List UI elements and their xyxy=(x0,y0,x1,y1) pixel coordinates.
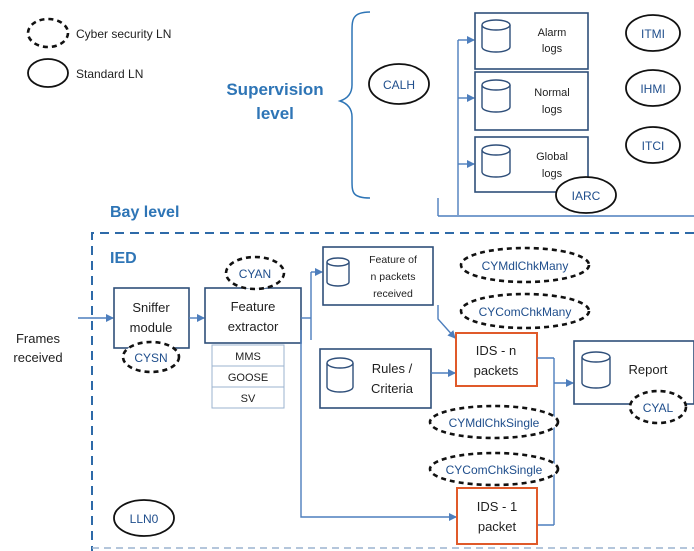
ied-title: IED xyxy=(110,250,137,267)
ihmi-label: IHMI xyxy=(640,82,665,96)
protocol-goose: GOOSE xyxy=(228,372,268,384)
arrow-to-ids-1 xyxy=(300,330,457,521)
ids-n-line2: packets xyxy=(474,363,519,378)
feature-n-line1: Feature of xyxy=(369,254,417,266)
ied-boundary xyxy=(91,232,694,551)
ids-n-packets-box xyxy=(455,332,538,387)
cycomchkmany-ellipse xyxy=(459,292,591,330)
lln0-label: LLN0 xyxy=(130,512,159,526)
alarm-logs-database-icon xyxy=(481,19,511,53)
legend-cyber-security-ln: Cyber security LN xyxy=(76,27,171,41)
supervision-title-line1: Supervision xyxy=(226,80,323,99)
supervision-title-line2: level xyxy=(256,104,294,123)
legend: Cyber security LN Standard LN xyxy=(26,17,171,88)
legend-standard-ln: Standard LN xyxy=(76,67,143,81)
ids-1-packet-box xyxy=(456,487,538,545)
report-label: Report xyxy=(628,362,667,377)
calh-label: CALH xyxy=(383,78,415,92)
rules-line1: Rules / xyxy=(372,361,413,376)
sniffer-module-box xyxy=(113,287,190,349)
lln0-ellipse xyxy=(113,499,175,537)
supervision-brace xyxy=(337,11,371,199)
cyal-label: CYAL xyxy=(643,401,674,415)
cycomchksingle-label: CYComChkSingle xyxy=(446,463,543,477)
ids-n-line1: IDS - n xyxy=(476,343,516,358)
rules-line2: Criteria xyxy=(371,381,414,396)
normal-logs-line2: logs xyxy=(542,104,563,116)
ihmi-ellipse xyxy=(625,69,681,107)
rules-database-icon xyxy=(326,357,354,393)
bay-level-title: Bay level xyxy=(110,204,179,221)
legend-solid-ellipse xyxy=(27,58,69,88)
alarm-logs-line1: Alarm xyxy=(538,27,567,39)
iarc-label: IARC xyxy=(572,189,601,203)
frames-received-line1: Frames xyxy=(16,331,61,346)
cysn-label: CYSN xyxy=(134,351,167,365)
protocol-cell-sv xyxy=(211,386,285,409)
global-logs-database-icon xyxy=(481,144,511,178)
normal-logs-database-icon xyxy=(481,79,511,113)
arrow-feature-n-to-ids-n xyxy=(437,305,456,339)
cyal-ellipse xyxy=(628,389,688,425)
cycomchkmany-label: CYComChkMany xyxy=(479,305,572,319)
itmi-ellipse xyxy=(625,14,681,52)
ids-1-line2: packet xyxy=(478,519,517,534)
frames-received-line2: received xyxy=(13,350,62,365)
feature-n-line3: received xyxy=(373,288,413,300)
global-logs-line1: Global xyxy=(536,151,568,163)
report-database-icon xyxy=(581,351,611,389)
protocol-mms: MMS xyxy=(235,351,261,363)
feature-extractor-line2: extractor xyxy=(228,319,279,334)
cymdlchksingle-label: CYMdlChkSingle xyxy=(449,416,540,430)
global-logs-line2: logs xyxy=(542,168,563,180)
normal-logs-line1: Normal xyxy=(534,87,569,99)
legend-dashed-ellipse xyxy=(26,17,70,49)
feature-extractor-box xyxy=(204,287,302,344)
feature-n-database-icon xyxy=(326,257,350,287)
cysn-ellipse xyxy=(121,340,181,374)
cymdlchkmany-ellipse xyxy=(459,246,591,284)
feature-extractor-line1: Feature xyxy=(231,299,276,314)
ids-1-line1: IDS - 1 xyxy=(477,499,517,514)
cyan-ellipse xyxy=(224,255,286,291)
calh-ellipse xyxy=(368,63,430,105)
itci-ellipse xyxy=(625,126,681,164)
iarc-ellipse xyxy=(555,176,617,214)
cymdlchksingle-ellipse xyxy=(428,404,560,440)
sniffer-line2: module xyxy=(130,320,173,335)
itci-label: ITCI xyxy=(642,139,665,153)
itmi-label: ITMI xyxy=(641,27,665,41)
supervision-level: Supervision level CALH Alarm logs Normal… xyxy=(226,11,694,217)
bay-level: Bay level IED Frames received Sniffer mo… xyxy=(13,204,694,551)
cymdlchkmany-label: CYMdlChkMany xyxy=(482,259,569,273)
protocol-table: MMS GOOSE SV xyxy=(211,344,285,409)
sniffer-line1: Sniffer xyxy=(132,300,170,315)
feature-n-line2: n packets xyxy=(371,271,416,283)
cyan-label: CYAN xyxy=(239,267,271,281)
alarm-logs-line2: logs xyxy=(542,43,563,55)
protocol-sv: SV xyxy=(241,393,256,405)
cycomchksingle-ellipse xyxy=(428,451,560,487)
